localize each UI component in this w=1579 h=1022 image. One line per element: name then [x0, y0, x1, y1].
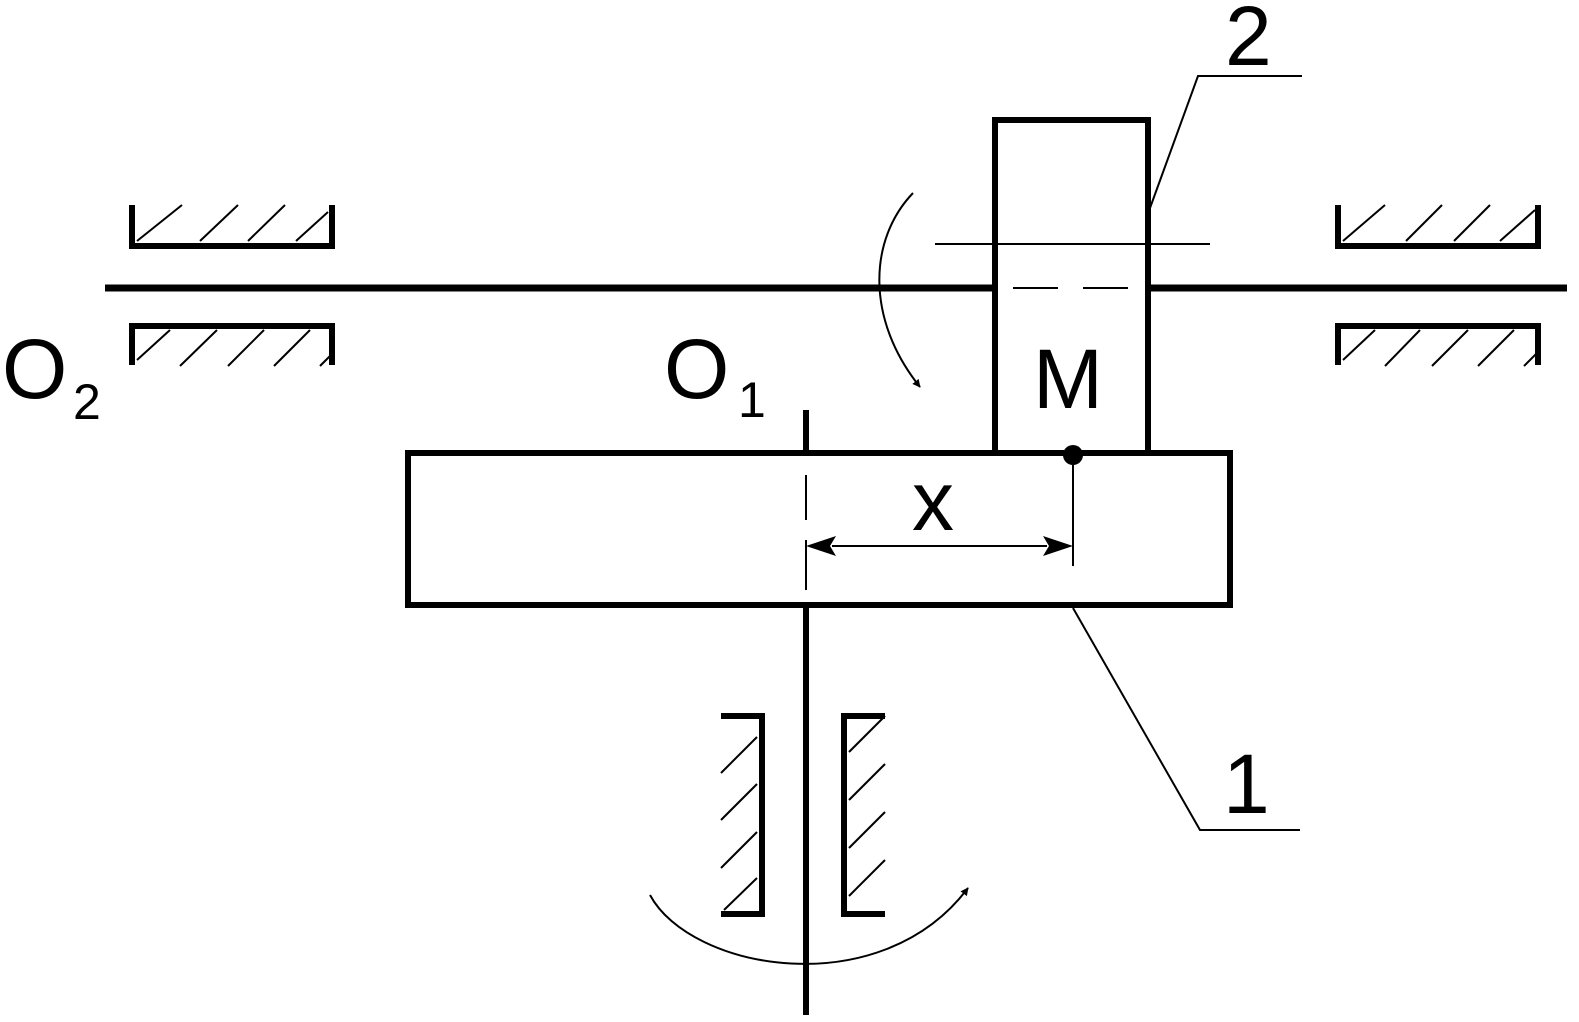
dimension-x	[806, 536, 1073, 556]
point-m-dot	[1063, 445, 1083, 465]
rotation-arrow-horizontal	[878, 192, 921, 388]
body-1-disk	[405, 450, 1233, 608]
label-part-1: 1	[1223, 737, 1270, 831]
rotation-arrow-vertical	[649, 887, 969, 965]
label-o2-letter: O	[2, 322, 67, 416]
label-point-m: M	[1033, 332, 1103, 426]
label-part-2: 2	[1225, 0, 1272, 83]
leader-line-1	[1072, 607, 1300, 831]
right-bearing	[1335, 204, 1541, 367]
left-bearing	[129, 204, 335, 367]
label-o1-subscript: 1	[738, 372, 766, 428]
vertical-bearing	[720, 713, 886, 917]
label-o2-subscript: 2	[73, 374, 101, 430]
label-dimension-x: x	[912, 454, 954, 548]
label-o1-letter: O	[664, 322, 729, 416]
leader-line-2	[1149, 75, 1302, 209]
